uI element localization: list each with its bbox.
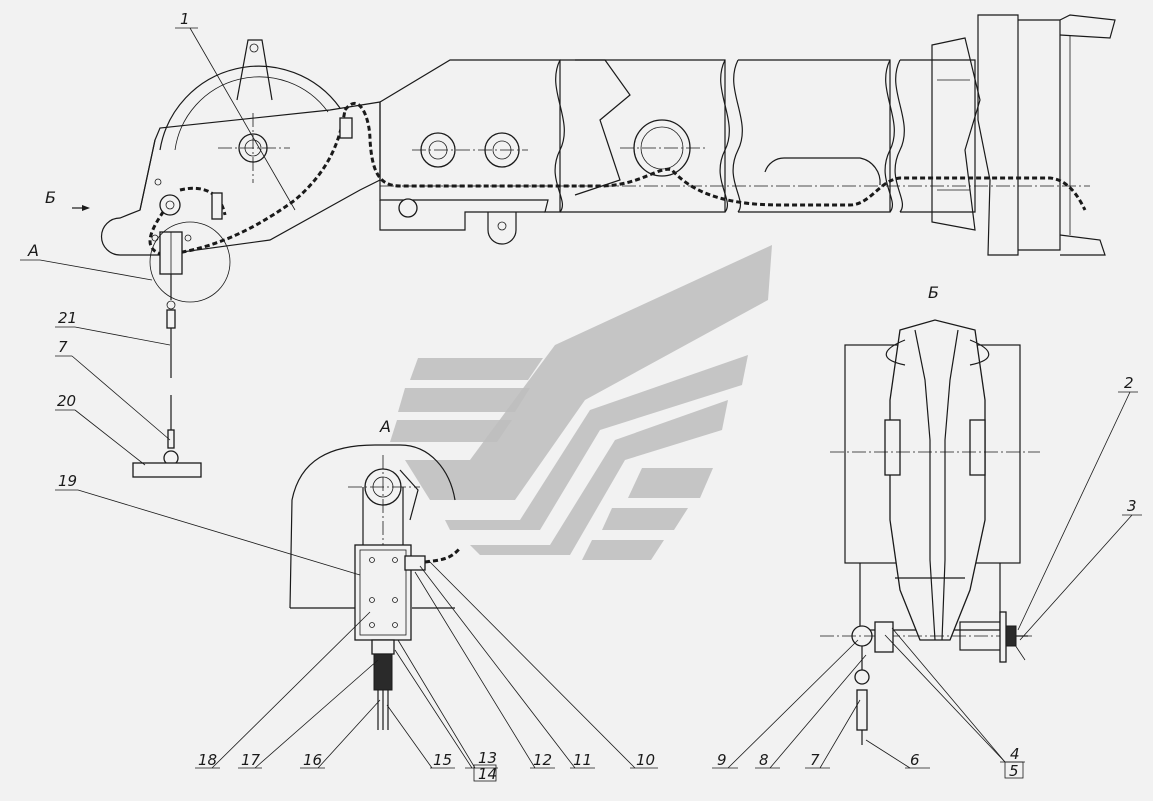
callout-2: 2 (1124, 374, 1134, 392)
callout-16: 16 (303, 751, 322, 769)
callout-11: 11 (573, 751, 592, 769)
callout-12: 12 (533, 751, 552, 769)
boom-elevation-view (100, 14, 1116, 303)
callout-4: 4 (1010, 745, 1020, 763)
leader-lines (20, 27, 1142, 769)
detail-a-view (289, 444, 462, 730)
callout-7-left: 7 (58, 338, 68, 356)
callout-15: 15 (433, 751, 452, 769)
detail-a-title: А (379, 417, 391, 436)
chevron-logo-icon (390, 245, 772, 560)
view-b-arrow: Б (45, 188, 90, 211)
callout-21: 21 (58, 309, 77, 327)
callout-view-a: А (27, 241, 39, 260)
callout-7-right: 7 (810, 751, 820, 769)
callout-17: 17 (241, 751, 261, 769)
callout-10: 10 (636, 751, 655, 769)
view-b-sheave (820, 319, 1040, 745)
callout-18: 18 (198, 751, 217, 769)
view-b-title: Б (928, 283, 939, 302)
callout-5: 5 (1009, 762, 1019, 780)
callout-20: 20 (57, 392, 76, 410)
callout-1: 1 (180, 10, 190, 28)
callout-9: 9 (717, 751, 727, 769)
view-b-arrow-label: Б (45, 188, 56, 207)
callout-labels: 1 А 21 7 20 19 А Б 18 17 16 15 13 14 12 … (27, 10, 1137, 783)
load-weight-assembly (132, 274, 202, 478)
callout-6: 6 (910, 751, 920, 769)
callout-8: 8 (759, 751, 769, 769)
callout-3: 3 (1127, 497, 1137, 515)
callout-19: 19 (58, 472, 77, 490)
callout-13: 13 (478, 749, 497, 767)
callout-14: 14 (478, 765, 497, 783)
